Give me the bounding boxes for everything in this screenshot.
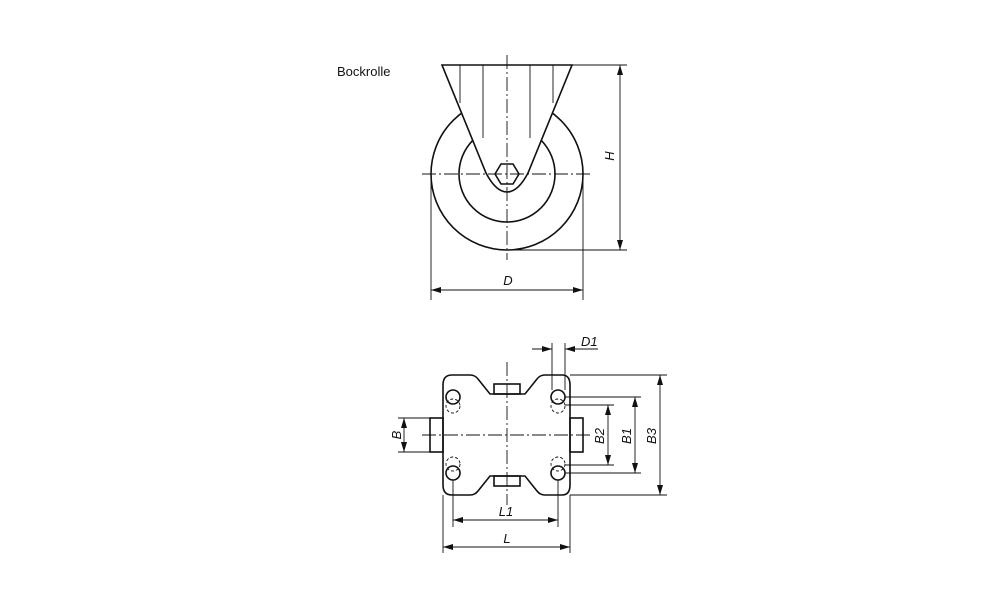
fork-ribs xyxy=(459,65,554,138)
dim-B: B xyxy=(389,430,404,439)
dim-L: L xyxy=(503,531,510,546)
side-view: H D xyxy=(422,55,627,300)
dim-B1: B1 xyxy=(619,428,634,444)
dim-L1: L1 xyxy=(499,504,513,519)
dim-B2: B2 xyxy=(592,427,607,444)
dim-H: H xyxy=(602,151,617,161)
mounting-plate xyxy=(442,374,571,496)
dim-B3: B3 xyxy=(644,427,659,444)
dim-D1: D1 xyxy=(581,334,598,349)
dim-D: D xyxy=(503,273,512,288)
top-view: B D1 B2 B1 B3 L1 L xyxy=(389,334,667,553)
drawing-title: Bockrolle xyxy=(337,64,391,79)
